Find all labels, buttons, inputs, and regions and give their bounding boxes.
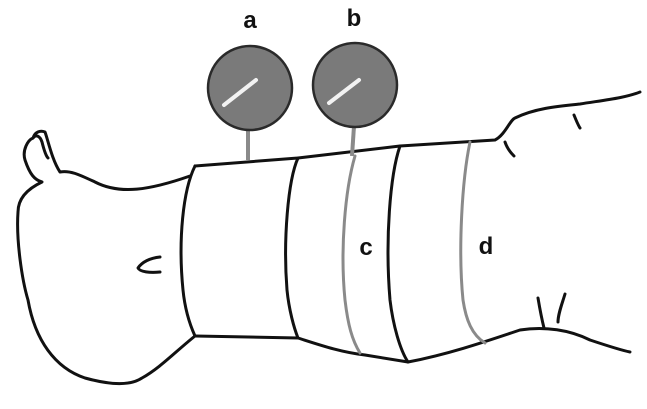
gauge-b-stem	[352, 126, 354, 156]
gauge-a-dial	[208, 46, 292, 130]
calf-mark-2	[558, 294, 565, 322]
band-c-label: c	[359, 234, 372, 261]
leg-bottom-contour	[195, 328, 630, 362]
calf-mark-1	[538, 298, 544, 328]
cuff-1-left-edge	[181, 166, 195, 336]
knee-mark-top	[574, 115, 580, 128]
gauge-b-label: b	[347, 5, 362, 32]
band-c-line	[343, 156, 360, 353]
foot-outline	[18, 131, 195, 383]
band-d-label: d	[479, 233, 494, 260]
knee-mark-small	[505, 142, 514, 156]
cuff-2-right-edge	[388, 146, 408, 362]
ankle-bone-mark	[138, 257, 160, 272]
cuff-1-right-edge	[286, 158, 298, 338]
gauge-a-label: a	[243, 7, 257, 34]
